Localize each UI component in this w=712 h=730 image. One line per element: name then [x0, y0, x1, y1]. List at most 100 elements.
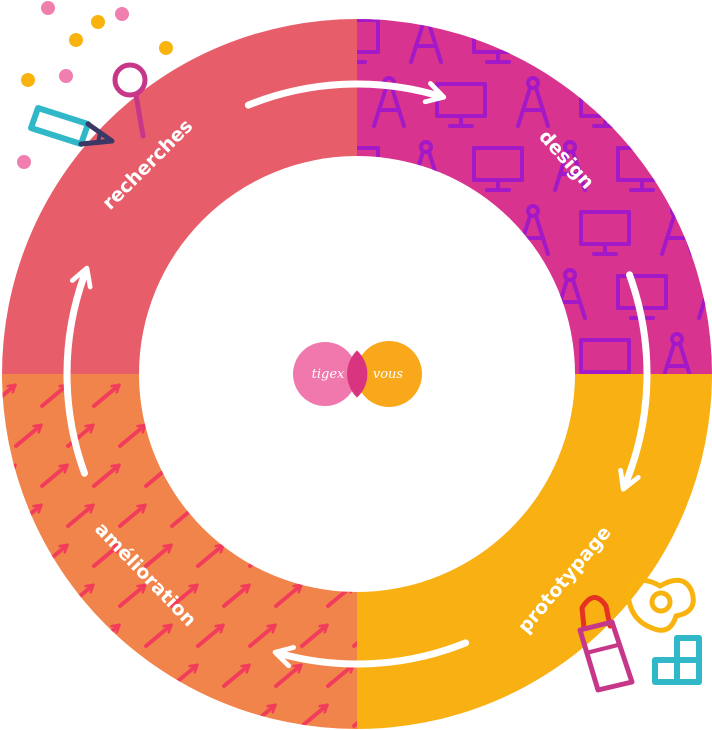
pattern-arrow — [118, 426, 144, 448]
pacifier-icon — [625, 577, 696, 633]
confetti-dots — [17, 1, 173, 169]
pattern-arrow — [92, 466, 118, 488]
monitor-icon — [472, 146, 524, 192]
pattern-arrow — [222, 666, 248, 688]
pattern-arrow — [66, 666, 92, 688]
segment-design — [357, 19, 712, 374]
confetti-dot — [17, 155, 31, 169]
pattern-arrow — [274, 506, 300, 528]
pattern-arrow — [92, 706, 118, 728]
pattern-arrow — [274, 586, 300, 608]
monitor-icon — [435, 210, 487, 256]
pattern-arrow — [2, 466, 14, 488]
pattern-arrow — [118, 506, 144, 528]
pattern-arrow — [196, 546, 222, 568]
logo-text-vous: vous — [373, 367, 404, 382]
compass-icon — [660, 332, 694, 374]
pattern-arrow — [14, 426, 40, 448]
confetti-dot — [115, 7, 129, 21]
pattern-arrow — [326, 506, 352, 528]
baby-bottle-icon — [577, 595, 635, 693]
pattern-arrow — [248, 386, 274, 408]
pattern-arrow — [326, 666, 352, 688]
pattern-arrow — [300, 706, 326, 728]
arrow-to-amelioration — [272, 639, 470, 669]
pattern-arrow — [66, 506, 92, 528]
pattern-arrow — [274, 666, 300, 688]
toy-blocks-icon — [652, 635, 702, 685]
monitor-icon — [579, 338, 631, 374]
monitor-icon — [357, 274, 380, 320]
pattern-arrow — [248, 626, 274, 648]
pattern-arrow — [2, 386, 14, 408]
confetti-dot — [41, 1, 55, 15]
pattern-arrow — [196, 466, 222, 488]
confetti-dot — [159, 41, 173, 55]
pattern-arrow — [118, 586, 144, 608]
magnifier-icon — [112, 62, 148, 139]
pattern-arrow — [170, 586, 196, 608]
pattern-arrow — [352, 464, 357, 488]
compass-icon — [553, 140, 587, 192]
pattern-arrow — [14, 666, 40, 688]
pattern-arrow — [300, 466, 326, 488]
arrow-to-prototypage — [618, 271, 651, 492]
pattern-arrow — [222, 426, 248, 448]
pattern-arrow — [248, 466, 274, 488]
confetti-dot — [69, 33, 83, 47]
confetti-dot — [91, 15, 105, 29]
compass-icon — [516, 332, 550, 374]
pattern-arrow — [222, 586, 248, 608]
pattern-arrow — [196, 626, 222, 648]
monitor-icon — [435, 338, 487, 374]
segment-prototypage — [357, 374, 712, 729]
compass-icon — [409, 268, 443, 320]
segment-recherches — [2, 19, 357, 374]
confetti-dot — [21, 73, 35, 87]
pencil-icon — [28, 105, 115, 147]
pattern-arrow — [170, 426, 196, 448]
pattern-arrow — [352, 544, 357, 568]
pattern-arrow — [92, 386, 118, 408]
compass-icon — [660, 76, 694, 128]
monitor-icon — [357, 19, 380, 64]
pattern-arrow — [248, 546, 274, 568]
pattern-arrow — [222, 506, 248, 528]
cycle-arrows — [63, 80, 651, 669]
pattern-arrow — [300, 546, 326, 568]
pattern-arrow — [2, 546, 14, 568]
monitor-icon — [616, 19, 668, 64]
confetti-dot — [59, 69, 73, 83]
pattern-arrow — [144, 626, 170, 648]
compass-icon — [697, 140, 712, 192]
compass-icon — [516, 76, 550, 128]
pattern-arrow — [274, 426, 300, 448]
pattern-arrow — [144, 386, 170, 408]
monitor-icon — [579, 210, 631, 256]
arrow-to-design — [244, 80, 447, 109]
pattern-arrow — [196, 386, 222, 408]
compass-icon — [553, 19, 587, 64]
pattern-arrow — [326, 426, 352, 448]
pattern-arrow — [144, 546, 170, 568]
compass-icon — [372, 204, 406, 256]
tigex-vous-logo: tigex vous — [293, 341, 422, 407]
logo-text-tigex: tigex — [312, 367, 345, 382]
pattern-arrow — [40, 466, 66, 488]
compass-icon — [697, 19, 712, 64]
pattern-arrow — [40, 626, 66, 648]
arrow-to-recherches — [63, 265, 93, 477]
segment-amelioration — [2, 374, 357, 729]
monitor-icon — [472, 274, 524, 320]
pattern-arrow — [92, 626, 118, 648]
pattern-arrow — [196, 706, 222, 728]
pattern-arrow — [40, 386, 66, 408]
pattern-arrow — [2, 706, 14, 728]
pattern-arrow — [14, 586, 40, 608]
pattern-arrow — [144, 706, 170, 728]
pattern-arrow — [2, 626, 14, 648]
pattern-arrow — [92, 546, 118, 568]
pattern-arrow — [118, 666, 144, 688]
pattern-arrow — [300, 626, 326, 648]
